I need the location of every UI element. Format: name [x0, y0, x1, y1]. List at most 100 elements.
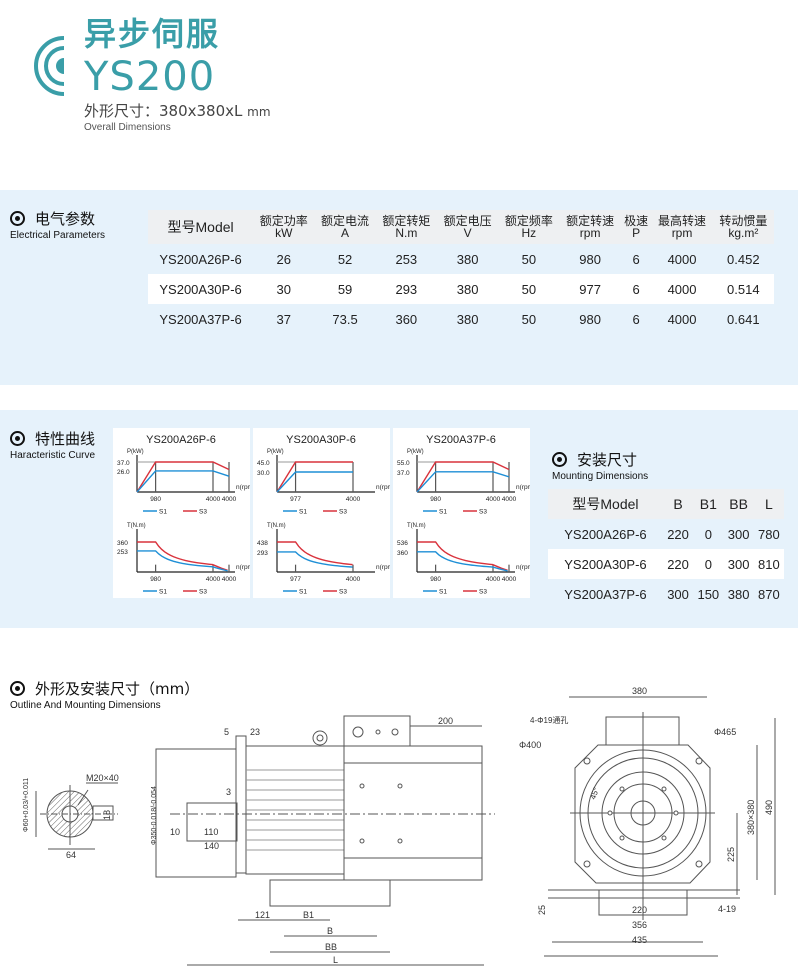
brand-logo-icon [34, 36, 65, 96]
bullet-icon [10, 431, 25, 446]
table-cell: 73.5 [332, 311, 358, 327]
dim-3: 3 [226, 787, 231, 797]
dim-bb: BB [325, 942, 337, 952]
bullet-icon [10, 681, 25, 696]
table-cell: 0.452 [727, 251, 760, 267]
column-header: L [753, 489, 784, 519]
x-axis-label: n(rpm) [376, 484, 390, 491]
y-tick-label: 45.0 [257, 460, 270, 467]
x-axis-label: n(rpm) [236, 564, 250, 571]
dim-435: 435 [632, 935, 647, 945]
dim-10: 10 [170, 827, 180, 837]
table-cell: 977 [559, 274, 621, 304]
y-tick-label: 37.0 [117, 460, 130, 467]
x-tick-label: 4000 [486, 576, 501, 583]
header-unit: A [341, 226, 350, 240]
x-axis-label: n(rpm) [516, 484, 530, 491]
x-tick-label: 980 [150, 576, 161, 583]
y-axis-label: T(N.m) [127, 523, 146, 529]
legend-s3: S3 [339, 589, 347, 596]
table-cell: 253 [395, 251, 418, 267]
table-cell: 4000 [651, 274, 713, 304]
x-tick-label: 4000 [222, 496, 237, 503]
table-cell: 0.641 [727, 311, 760, 327]
curve-chart: YS200A30P-6P(kW)n(rpm)45.030.09774000S1S… [257, 434, 395, 596]
table-cell: 810 [753, 549, 784, 579]
dim-23: 23 [250, 727, 260, 737]
table-cell: 380 [456, 311, 479, 327]
x-tick-label: 4000 [206, 576, 221, 583]
table-cell: 4000 [667, 311, 697, 327]
table-cell: 6 [620, 274, 652, 304]
dim-380: 380 [632, 686, 647, 696]
chart-title: YS200A37P-6 [426, 434, 496, 446]
x-tick-label: 4000 [502, 496, 517, 503]
foot-holes: 4-19 [718, 904, 736, 914]
chart-title: YS200A26P-6 [146, 434, 216, 446]
table-cell: 870 [758, 586, 780, 602]
dim-b: B [327, 926, 333, 936]
bullet-icon [10, 211, 25, 226]
s3-line [416, 461, 510, 493]
s1-line [277, 551, 353, 568]
thread-label: M20×40 [86, 773, 119, 783]
s3-line [137, 541, 228, 572]
x-tick-label: 980 [150, 496, 161, 503]
table-cell: 0 [704, 526, 712, 542]
x-tick-label: 977 [290, 496, 301, 503]
table-cell: 0.514 [712, 274, 774, 304]
header-unit: V [463, 226, 472, 240]
s1-line [136, 470, 230, 493]
heading-text: 外形及安装尺寸（mm） [35, 680, 200, 698]
legend-s3: S3 [199, 509, 207, 516]
heading-text: 特性曲线 [35, 430, 96, 448]
table-cell: 0 [693, 549, 724, 579]
y-tick-label: 30.0 [257, 470, 270, 477]
table-cell: 6 [632, 251, 640, 267]
dim-400: Φ400 [519, 740, 541, 750]
dim-200: 200 [438, 716, 453, 726]
legend-s1: S1 [439, 589, 447, 596]
header-cn: 型号Model [167, 219, 234, 235]
legend-s3: S3 [199, 589, 207, 596]
header-unit: rpm [671, 226, 693, 240]
dim-140: 140 [204, 841, 219, 851]
column-header: B [662, 489, 694, 519]
dim-unit: mm [247, 105, 271, 119]
dim-220: 220 [632, 905, 647, 915]
header-unit: Hz [521, 226, 537, 240]
table-cell: 380 [727, 586, 750, 602]
table-cell: 50 [521, 251, 537, 267]
y-tick-label: 360 [117, 540, 128, 547]
column-header: BB [723, 489, 754, 519]
header-cn: 转动惯量 [719, 214, 768, 228]
holes-label: 4-Φ19通孔 [530, 715, 568, 725]
table-cell: 50 [498, 274, 560, 304]
chart-title: YS200A30P-6 [286, 434, 356, 446]
table-cell: 50 [521, 311, 537, 327]
heading-text: 电气参数 [35, 210, 96, 228]
table-cell: 300 [727, 526, 750, 542]
product-title-cn: 异步伺服 [84, 15, 221, 53]
s1-line [137, 550, 228, 572]
y-tick-label: 37.0 [397, 470, 410, 477]
y-axis-label: P(kW) [267, 449, 284, 455]
mounting-heading: 安装尺寸 [552, 451, 637, 469]
s1-line [417, 551, 508, 572]
x-tick-label: 4000 [486, 496, 501, 503]
y-axis-label: P(kW) [127, 449, 144, 455]
s1-line [416, 471, 510, 493]
table-cell: 4000 [667, 251, 697, 267]
y-axis-label: P(kW) [407, 449, 424, 455]
table-cell: YS200A37P-6 [159, 311, 242, 327]
product-model: YS200 [84, 54, 216, 100]
